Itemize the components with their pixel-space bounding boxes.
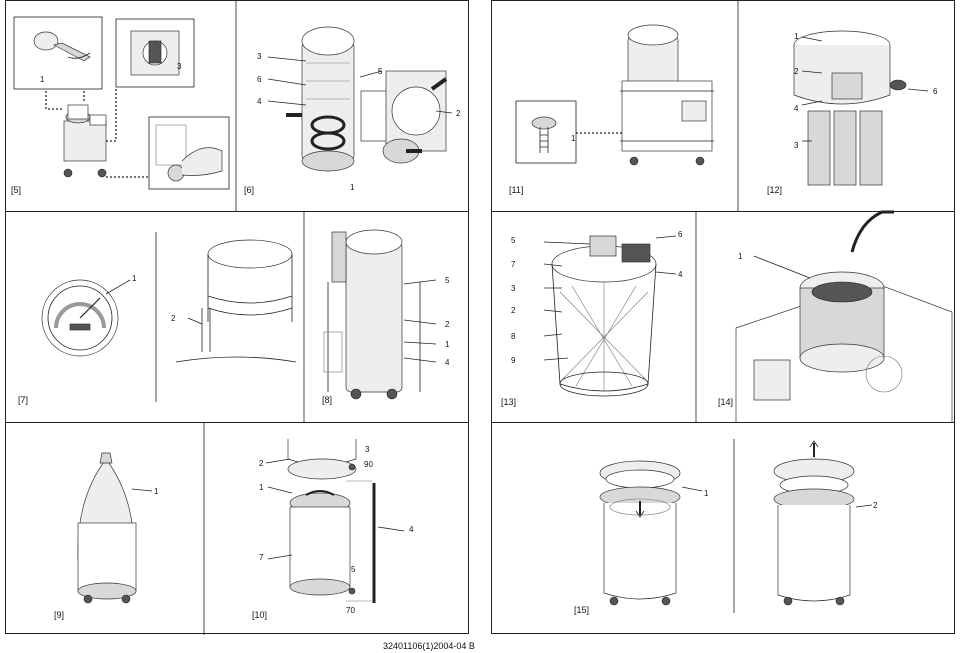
figure-label-14: [14]: [718, 397, 734, 407]
callout-p8-1: 1: [445, 340, 450, 349]
callout-p10-2: 2: [259, 459, 264, 468]
illustration-9-10: [77, 423, 405, 635]
callout-p13-7: 7: [511, 260, 516, 269]
callout-p13-9: 9: [511, 356, 516, 365]
panel-15: 1 2 [15]: [491, 422, 955, 634]
callout-p13-5: 5: [511, 236, 516, 245]
callout-p12-4: 4: [794, 104, 799, 113]
callout-p6-1: 1: [350, 183, 355, 192]
figure-label-6: [6]: [244, 185, 255, 195]
panel-9-10: 1 3 90 2 1 4 7 5 70 [9] [10]: [5, 422, 469, 635]
figure-label-11: [11]: [509, 185, 524, 195]
figure-label-15: [15]: [574, 605, 590, 615]
callout-p12-1: 1: [794, 32, 799, 41]
illustration-5-6: [13, 1, 453, 213]
callout-p6-4: 4: [257, 97, 262, 106]
illustration-11-12: [515, 1, 929, 213]
callout-p12-3: 3: [794, 141, 799, 150]
callout-p5-3: 3: [177, 62, 182, 71]
callout-p15-1: 1: [704, 489, 709, 498]
figure-label-9: [9]: [54, 610, 65, 620]
callout-p10-3: 3: [365, 445, 370, 454]
callout-p13-4: 4: [678, 270, 683, 279]
illustration-7-8: [41, 212, 437, 424]
callout-p10-90: 90: [364, 460, 373, 469]
callout-p6-5: 5: [378, 67, 383, 76]
callout-p13-8: 8: [511, 332, 516, 341]
callout-p13-6: 6: [678, 230, 683, 239]
callout-p6-2: 2: [456, 109, 461, 118]
callout-p13-3: 3: [511, 284, 516, 293]
figure-label-12: [12]: [767, 185, 783, 195]
callout-p8-5: 5: [445, 276, 450, 285]
document-number: 32401106(1)2004-04 B: [383, 641, 475, 651]
figure-label-5: [5]: [11, 185, 22, 195]
callout-p8-2: 2: [445, 320, 450, 329]
callout-p12-6: 6: [933, 87, 938, 96]
callout-p7-2: 2: [171, 314, 176, 323]
callout-p6-3: 3: [257, 52, 262, 61]
callout-p5-1: 1: [40, 75, 45, 84]
callout-p6-6: 6: [257, 75, 262, 84]
illustration-15: [599, 439, 873, 613]
callout-p15-2: 2: [873, 501, 878, 510]
callout-p8-4: 4: [445, 358, 450, 367]
figure-label-13: [13]: [501, 397, 517, 407]
callout-p10-7: 7: [259, 553, 264, 562]
figure-label-8: [8]: [322, 395, 333, 405]
callout-p12-2: 2: [794, 67, 799, 76]
callout-p10-5: 5: [351, 565, 356, 574]
panel-5-6: 1 3 3 6 4 5 2 1 [5] [6]: [5, 0, 469, 213]
callout-p10-1: 1: [259, 483, 264, 492]
figure-label-7: [7]: [18, 395, 29, 405]
callout-p10-70: 70: [346, 606, 355, 615]
panel-11-12: 1 1 2 6 4 3 [11] [12]: [491, 0, 955, 213]
callout-p9-1: 1: [154, 487, 159, 496]
callout-p14-1: 1: [738, 252, 743, 261]
panel-13-14: 5 6 7 4 3 2 8 9 1 [13] [14]: [491, 210, 955, 425]
figure-label-10: [10]: [252, 610, 268, 620]
callout-p10-4: 4: [409, 525, 414, 534]
callout-p13-2: 2: [511, 306, 516, 315]
callout-p7-1: 1: [132, 274, 137, 283]
callout-p11-1: 1: [571, 134, 576, 143]
illustration-13-14: [543, 210, 953, 425]
panel-7-8: 1 2 5 2 1 4 [7] [8]: [5, 211, 469, 424]
